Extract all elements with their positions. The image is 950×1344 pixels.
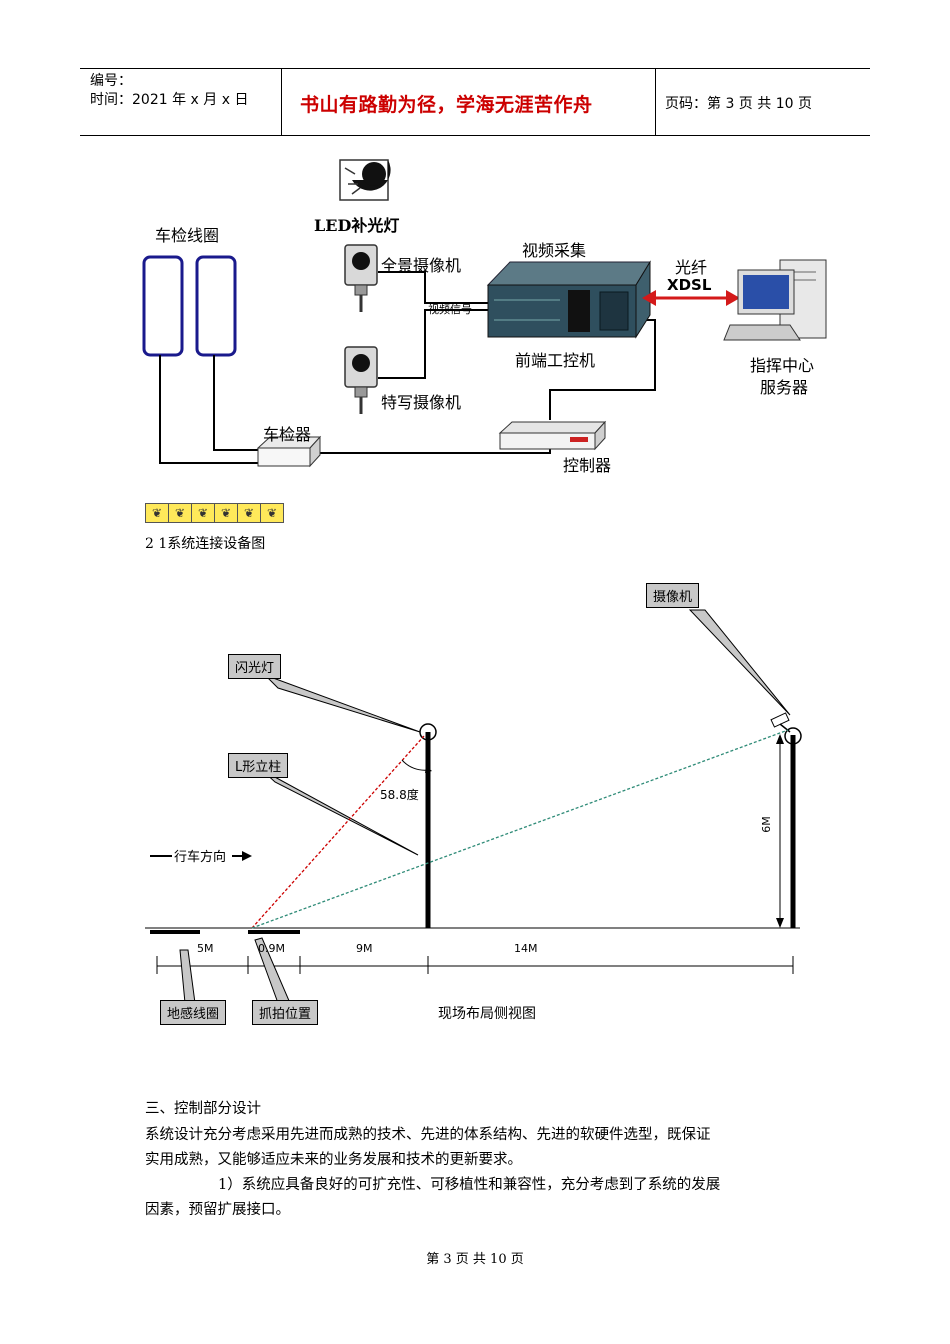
flash-callout-pointer: [264, 674, 421, 733]
height-label: 6M: [759, 816, 773, 833]
header-divider-left: [281, 68, 282, 136]
paragraph2-line2: 因素，预留扩展接口。: [145, 1202, 290, 1218]
angle-arc: [401, 759, 429, 771]
leaf-icon: ❦: [191, 503, 215, 523]
loop-coil-label: 车检线圈: [155, 226, 220, 245]
loop-coil-2: [195, 255, 237, 357]
frontend-pc-icon: [486, 260, 651, 339]
camera-callout-pointer: [688, 609, 791, 716]
leaf-icon: ❦: [237, 503, 261, 523]
header-page-number: 页码：第 3 页 共 10 页: [665, 96, 812, 112]
header-time: 时间：2021 年 x 月 x 日: [90, 92, 249, 108]
flash-light-head: [419, 723, 437, 741]
server-computer-icon: [723, 259, 827, 341]
header-top-rule: [80, 68, 870, 69]
connection-diagram: [142, 159, 827, 468]
dim-0-9m: 0.9M: [258, 942, 285, 955]
fiber-label: 光纤: [675, 258, 708, 277]
direction-arrow-icon: [242, 851, 252, 861]
header-code: 编号：: [90, 73, 132, 89]
decorative-icon-strip: ❦ ❦ ❦ ❦ ❦ ❦: [145, 503, 284, 523]
video-signal-label: 视频信号: [428, 303, 472, 316]
figure1-caption: 2 1系统连接设备图: [145, 536, 266, 552]
server-label-line2: 服务器: [760, 378, 809, 397]
camera-ray: [251, 729, 789, 929]
loop-coil-1: [142, 255, 184, 357]
controller-label: 控制器: [563, 456, 612, 475]
paragraph1-line2: 实用成熟，又能够适应未来的业务发展和技术的更新要求。: [145, 1152, 522, 1168]
header-divider-right: [655, 68, 656, 136]
flash-ray: [251, 735, 425, 929]
dim-9m: 9M: [356, 942, 373, 955]
led-light-label: LED补光灯: [314, 216, 400, 235]
angle-label: 58.8度: [380, 788, 419, 802]
loop-callout-pointer: [179, 949, 196, 1004]
panorama-camera-label: 全景摄像机: [381, 256, 462, 275]
vehicle-detector-icon: [256, 435, 322, 468]
dim-14m: 14M: [514, 942, 538, 955]
capture-position-callout: 抓拍位置: [252, 1000, 319, 1025]
fiber-link-arrow: [642, 290, 740, 306]
header-motto: 书山有路勤为径，学海无涯苦作舟: [300, 94, 593, 116]
panorama-camera-icon: [344, 244, 378, 312]
frontend-pc-label: 前端工控机: [515, 351, 596, 370]
video-capture-label: 视频采集: [522, 241, 587, 260]
paragraph1-line1: 系统设计充分考虑采用先进而成熟的技术、先进的体系结构、先进的软硬件选型，既保证: [145, 1127, 711, 1143]
closeup-camera-icon: [344, 346, 378, 414]
page-footer: 第 3 页 共 10 页: [426, 1252, 524, 1267]
leaf-icon: ❦: [168, 503, 192, 523]
server-label-line1: 指挥中心: [750, 356, 815, 375]
leaf-icon: ❦: [145, 503, 169, 523]
camera-callout: 摄像机: [646, 583, 700, 608]
dim-5m: 5M: [197, 942, 214, 955]
pole-callout-pointer: [261, 769, 419, 856]
paragraph2-line1: 1）系统应具备良好的可扩充性、可移植性和兼容性，充分考虑到了系统的发展: [218, 1177, 721, 1193]
controller-device-icon: [498, 420, 607, 451]
leaf-icon: ❦: [260, 503, 284, 523]
pole-callout: L形立柱: [228, 753, 289, 778]
flash-callout: 闪光灯: [228, 654, 282, 679]
led-light-icon: [339, 159, 391, 201]
header-bottom-rule: [80, 135, 870, 136]
section-title: 三、控制部分设计: [145, 1101, 261, 1117]
site-layout-title: 现场布局侧视图: [438, 1006, 536, 1022]
xdsl-label: XDSL: [667, 276, 712, 294]
ground-loop-callout: 地感线圈: [160, 1000, 227, 1025]
direction-label: 行车方向: [174, 850, 227, 865]
closeup-camera-label: 特写摄像机: [381, 393, 462, 412]
site-layout-diagram: [145, 609, 802, 1004]
leaf-icon: ❦: [214, 503, 238, 523]
camera-mount-circle: [784, 727, 802, 745]
camera-icon: [770, 712, 791, 733]
vehicle-detector-label: 车检器: [263, 425, 312, 444]
